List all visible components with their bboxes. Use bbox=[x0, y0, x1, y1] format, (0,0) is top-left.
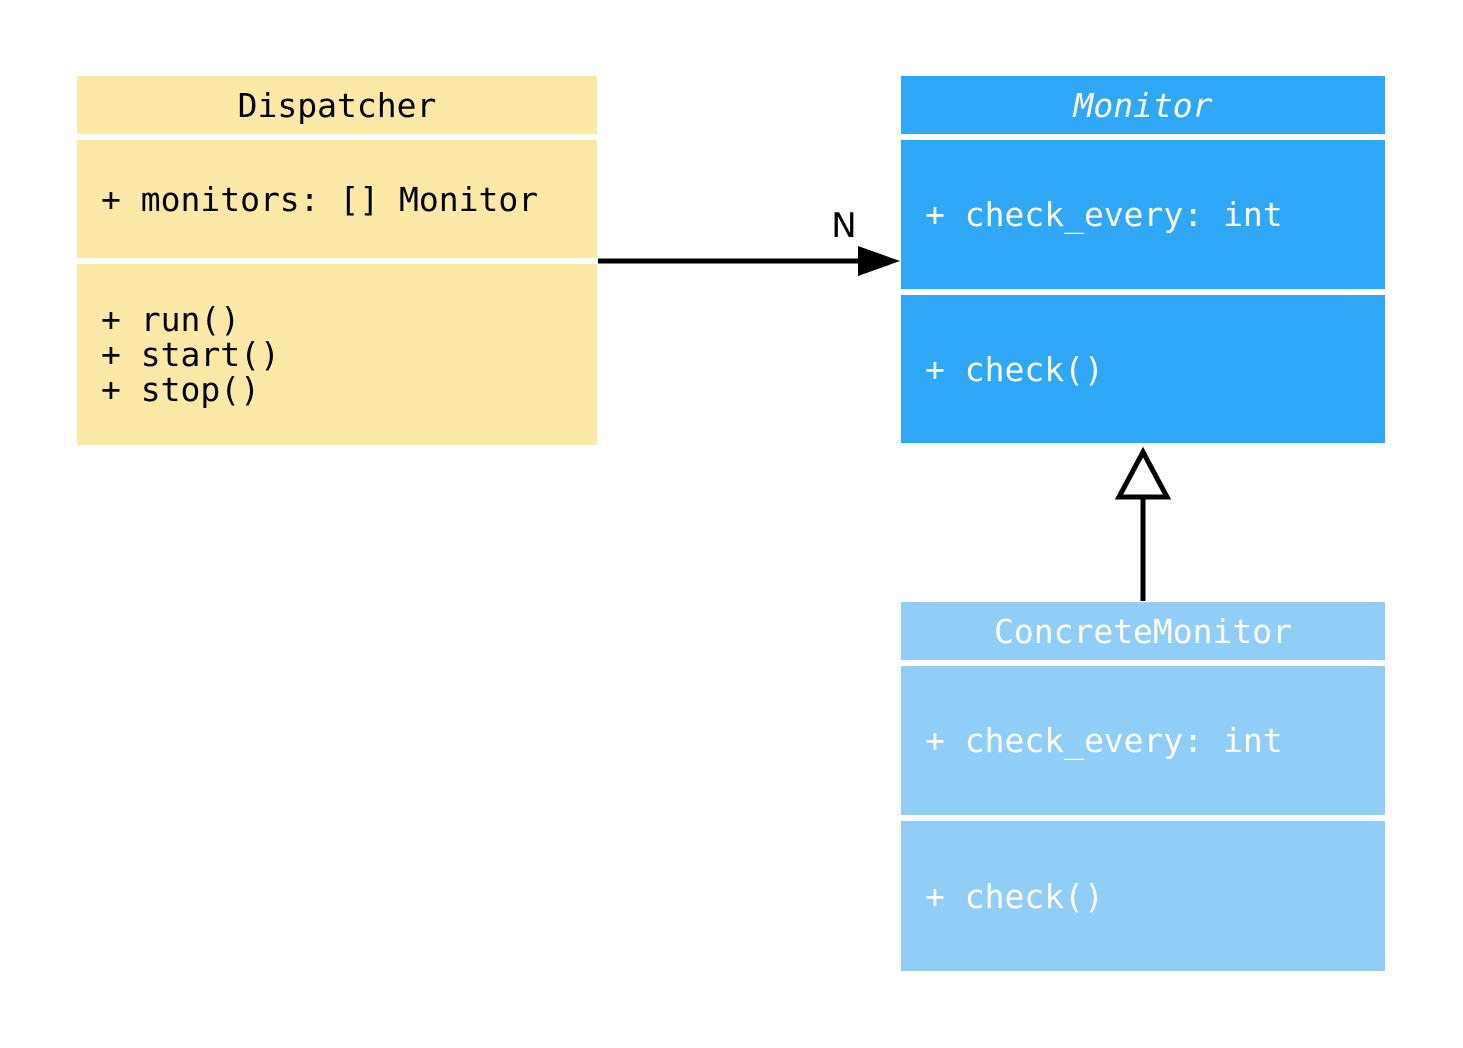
class-title-monitor: Monitor bbox=[901, 76, 1385, 134]
attribute-line: + monitors: [] Monitor bbox=[101, 179, 539, 219]
class-title-concretemonitor: ConcreteMonitor bbox=[901, 602, 1385, 660]
class-attributes-dispatcher: + monitors: [] Monitor bbox=[77, 140, 597, 258]
class-box-dispatcher: Dispatcher + monitors: [] Monitor + run(… bbox=[77, 76, 597, 445]
method-line: + start() bbox=[101, 335, 280, 374]
class-title-dispatcher: Dispatcher bbox=[77, 76, 597, 134]
association-multiplicity-label: N bbox=[831, 206, 857, 246]
method-line: + run() bbox=[101, 300, 241, 339]
hollow-triangle-icon bbox=[1114, 446, 1172, 500]
class-box-concretemonitor: ConcreteMonitor + check_every: int + che… bbox=[901, 602, 1385, 971]
class-methods-monitor: + check() bbox=[901, 295, 1385, 443]
class-methods-concretemonitor: + check() bbox=[901, 821, 1385, 971]
association-arrow-dispatcher-to-monitor bbox=[598, 246, 900, 276]
method-line: + check() bbox=[925, 349, 1104, 389]
method-line: + stop() bbox=[101, 370, 260, 409]
class-box-monitor: Monitor + check_every: int + check() bbox=[901, 76, 1385, 443]
class-attributes-monitor: + check_every: int bbox=[901, 140, 1385, 289]
class-methods-dispatcher: + run() + start() + stop() bbox=[77, 264, 597, 445]
filled-arrowhead-icon bbox=[858, 246, 900, 276]
method-line: + check() bbox=[925, 876, 1104, 916]
attribute-line: + check_every: int bbox=[925, 195, 1283, 234]
attribute-line: + check_every: int bbox=[925, 721, 1283, 760]
class-attributes-concretemonitor: + check_every: int bbox=[901, 666, 1385, 815]
inheritance-arrow-concretemonitor-to-monitor bbox=[1114, 446, 1172, 601]
